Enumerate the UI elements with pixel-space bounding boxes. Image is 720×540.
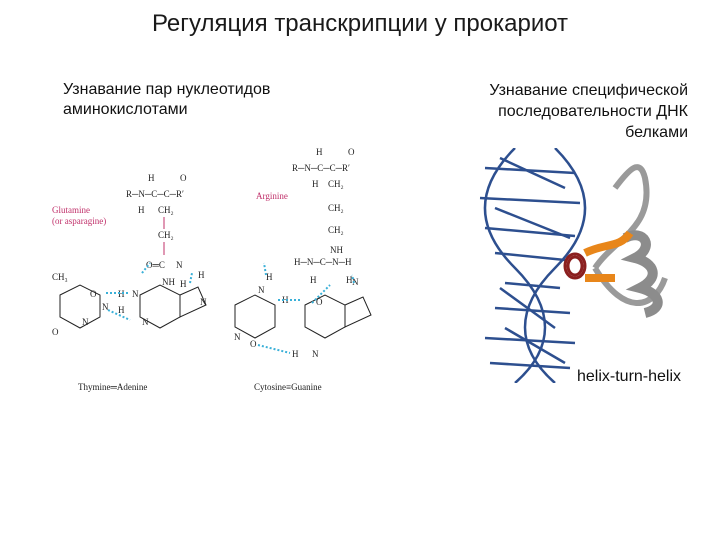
svg-text:H: H	[266, 272, 273, 282]
svg-text:O: O	[316, 297, 323, 307]
svg-text:N: N	[82, 317, 89, 327]
svg-text:O: O	[52, 327, 59, 337]
svg-text:H: H	[310, 275, 317, 285]
left-caption: Узнавание пар нуклеотидов аминокислотами	[63, 80, 363, 120]
right-caption-line-1: Узнавание специфической	[489, 82, 688, 99]
svg-text:CH₃: CH₃	[52, 272, 68, 282]
svg-text:N: N	[176, 260, 183, 270]
svg-text:N: N	[352, 277, 359, 287]
right-caption-line-2: последовательности ДНК	[498, 103, 688, 120]
svg-text:N: N	[142, 317, 149, 327]
svg-text:H: H	[118, 289, 125, 299]
cytosine-guanine-label: Cytosine≡Guanine	[254, 382, 322, 392]
svg-text:CH₂: CH₂	[328, 179, 344, 189]
svg-text:H─N─C─N─H: H─N─C─N─H	[294, 257, 352, 267]
svg-text:CH₂: CH₂	[328, 203, 344, 213]
protein-helix-turn-helix	[563, 164, 668, 318]
svg-text:N: N	[234, 332, 241, 342]
left-caption-line-2: аминокислотами	[63, 101, 188, 118]
glutamine-label: Glutamine	[52, 205, 90, 215]
svg-text:H: H	[346, 275, 353, 285]
svg-text:O═C: O═C	[146, 260, 165, 270]
svg-text:NH: NH	[330, 245, 343, 255]
right-caption: Узнавание специфической последовательнос…	[400, 80, 688, 143]
glutamine-backbone: R─N─C─C─R′	[126, 189, 184, 199]
svg-text:H: H	[180, 279, 187, 289]
left-caption-line-1: Узнавание пар нуклеотидов	[63, 81, 271, 98]
arginine-label: Arginine	[256, 191, 288, 201]
dna-protein-figure	[479, 148, 668, 383]
svg-text:N: N	[200, 297, 207, 307]
svg-text:NH: NH	[162, 277, 175, 287]
svg-text:N: N	[132, 289, 139, 299]
svg-text:H: H	[312, 179, 319, 189]
svg-text:H: H	[138, 205, 145, 215]
svg-text:H: H	[292, 349, 299, 359]
page-title: Регуляция транскрипции у прокариот	[151, 10, 569, 37]
svg-text:N: N	[258, 285, 265, 295]
svg-text:O: O	[90, 289, 97, 299]
dna-double-helix	[479, 148, 587, 383]
svg-text:N: N	[102, 302, 109, 312]
svg-text:O: O	[250, 339, 257, 349]
svg-text:H: H	[198, 270, 205, 280]
svg-text:O: O	[180, 173, 187, 183]
svg-text:R─N─C─C─R′: R─N─C─C─R′	[292, 163, 350, 173]
helix-turn-helix-label: helix-turn-helix	[577, 368, 682, 385]
svg-text:H: H	[282, 295, 289, 305]
thymine-adenine-label: Thymine═Adenine	[78, 382, 147, 392]
asparagine-label: (or asparagine)	[52, 216, 106, 226]
svg-text:H: H	[316, 147, 323, 157]
svg-text:H: H	[118, 305, 125, 315]
svg-text:H: H	[148, 173, 155, 183]
svg-text:CH₂: CH₂	[158, 205, 174, 215]
svg-text:O: O	[348, 147, 355, 157]
svg-text:N: N	[312, 349, 319, 359]
right-caption-line-3: белками	[625, 124, 688, 141]
svg-text:CH₂: CH₂	[328, 225, 344, 235]
svg-text:CH₂: CH₂	[158, 230, 174, 240]
